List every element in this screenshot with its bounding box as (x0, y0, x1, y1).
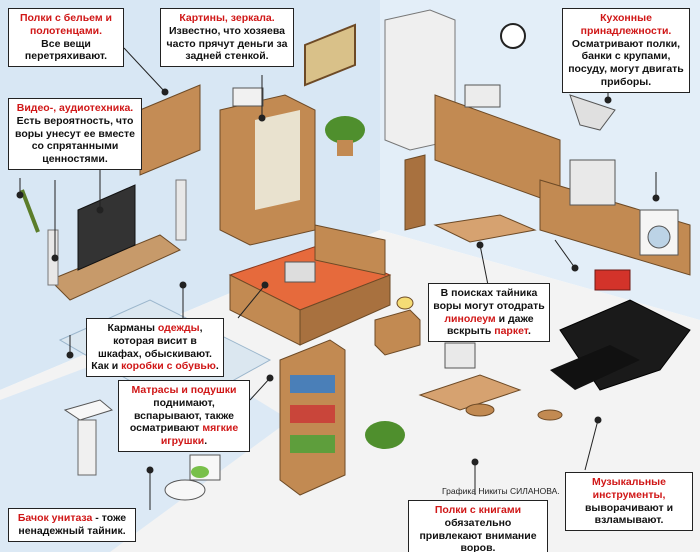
callout-music-body: выворачивают и взламывают. (584, 501, 674, 527)
monitor (444, 342, 476, 369)
sink (63, 399, 114, 421)
callout-pictures-title: Картины, зеркала. (179, 12, 275, 24)
callout-mattress-body: поднимают, вспарывают, также осматривают (129, 396, 235, 435)
callout-music-title: Музыкальные инструменты, (591, 476, 666, 501)
callout-kitchen-body: Осматривают полки, банки с крупами, посу… (568, 37, 684, 88)
books (290, 405, 335, 423)
toilet (164, 479, 206, 501)
callout-clothes-clothing: одежды (157, 322, 200, 334)
callout-mattress-toys: мягкие игрушки (160, 422, 239, 448)
callout-floor-parquet: паркет (494, 325, 529, 338)
stove (569, 159, 616, 206)
callout-books-shelves: Полки с книгами (434, 504, 522, 516)
callout-clothes-shoeboxes: коробки с обувью (121, 360, 216, 373)
callout-linen: Полки с бельем и полотенцами. Все вещи п… (8, 8, 124, 68)
speaker (175, 179, 187, 241)
callout-clothes-text: Карманы (107, 322, 158, 334)
callout-pictures: Картины, зеркала. Известно, что хозяева … (160, 8, 294, 68)
callout-toilet: Бачок унитаза - тоже ненадежный тайник. (8, 508, 136, 542)
callout-floor: В поисках тайника воры могут отодрать ли… (428, 283, 550, 343)
callout-mattress-title: Матрасы и подушки (131, 384, 237, 396)
callout-kitchen: Кухонные принадлежности. Осматривают пол… (562, 8, 690, 93)
callout-floor-text: В поисках тайника воры могут отодрать (433, 287, 545, 312)
callout-mattress-end: . (204, 435, 208, 448)
callout-floor-text: . (528, 325, 531, 338)
office-chair (465, 403, 495, 417)
callout-floor-linoleum: линолеум (444, 312, 496, 325)
callout-toilet-tank: Бачок унитаза (17, 512, 93, 524)
callout-pictures-body: Известно, что хозяева часто прячут деньг… (166, 24, 288, 63)
clock (500, 23, 526, 49)
callout-books: Полки с книгами обязательно привлекают в… (408, 500, 548, 552)
stool (537, 409, 563, 421)
sink-pedestal (77, 419, 97, 476)
microwave (464, 84, 501, 108)
plant (365, 421, 405, 449)
callout-linen-title: Полки с бельем и полотенцами. (19, 12, 113, 37)
callout-floor-text: и даже вскрыть (447, 312, 534, 338)
guitar (20, 189, 40, 233)
callout-kitchen-title: Кухонные принадлежности. (580, 12, 672, 37)
toilet-lid (191, 466, 209, 478)
leader-lines (16, 47, 660, 510)
callout-clothes-text: , которая висит в шкафах, обыскивают. Ка… (91, 322, 212, 373)
callout-toilet-body: - тоже ненадежный тайник. (18, 512, 127, 537)
plant-pot (337, 140, 353, 156)
piano-keys (550, 345, 640, 390)
credit: Графика Никиты СИЛАНОВА. (442, 486, 560, 496)
nightstand (374, 309, 421, 356)
callout-video-title: Видео-, аудиотехника. (16, 102, 134, 114)
books (290, 435, 335, 453)
callout-video: Видео-, аудиотехника. Есть вероятность, … (8, 98, 142, 170)
callout-music: Музыкальные инструменты, выворачивают и … (565, 472, 693, 532)
callout-linen-body: Все вещи перетряхивают. (24, 37, 108, 63)
callout-clothes-text: . (215, 360, 219, 373)
callout-mattress: Матрасы и подушки поднимают, вспарывают,… (118, 380, 250, 452)
box (232, 87, 264, 107)
lamp (396, 296, 414, 310)
painting (304, 23, 356, 87)
laptop (284, 261, 316, 283)
books (290, 375, 335, 393)
tv (77, 184, 136, 271)
callout-video-body: Есть вероятность, что воры унесут ее вме… (15, 114, 135, 166)
desk (418, 374, 522, 411)
callout-clothes: Карманы одежды, которая висит в шкафах, … (86, 318, 224, 378)
bed-frame (299, 274, 391, 346)
plant (325, 116, 365, 144)
wardrobe-open (255, 110, 300, 210)
washing-door (647, 225, 671, 249)
chair (404, 154, 426, 231)
callout-books-body: обязательно привлекают внимание воров. (419, 516, 537, 552)
headboard (314, 224, 386, 276)
hood (569, 94, 616, 131)
toolbox (594, 269, 631, 291)
dining-table (433, 214, 537, 243)
